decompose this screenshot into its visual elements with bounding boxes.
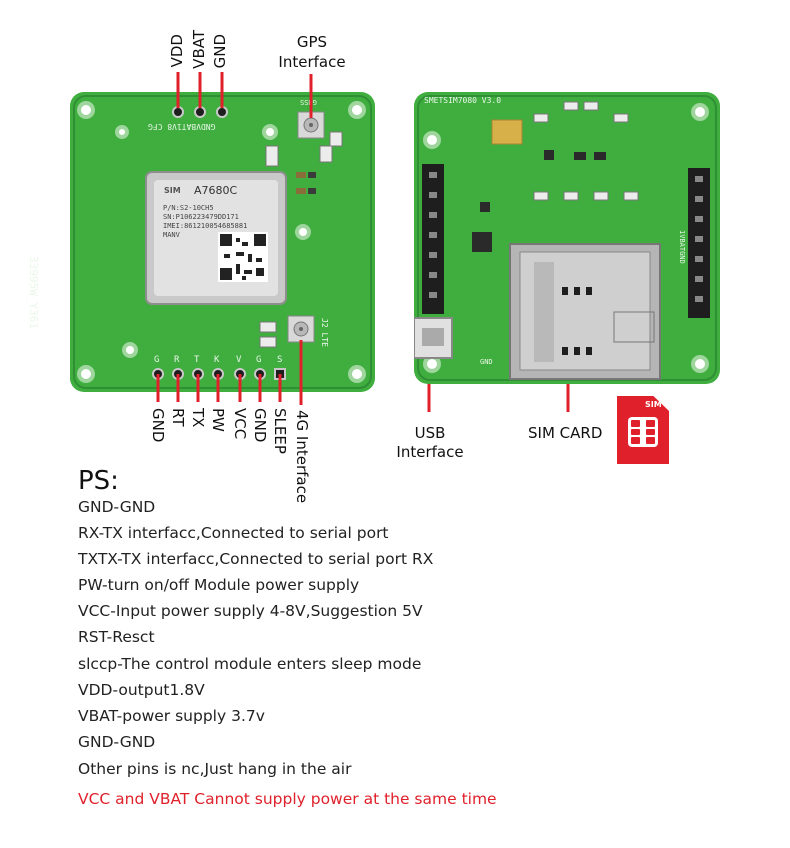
note-line: GND-GND bbox=[78, 498, 156, 516]
gps-label-line: Interface bbox=[278, 53, 346, 71]
note-line: TXTX-TX interfacc,Connected to serial po… bbox=[78, 550, 434, 568]
left-pcb-board bbox=[70, 92, 375, 392]
module-logo: SIM bbox=[164, 186, 181, 195]
sim-chip-icon bbox=[628, 417, 658, 447]
note-line: RST-Resct bbox=[78, 628, 155, 646]
bottom-pin-label-gnd-2: GND bbox=[251, 408, 269, 443]
lte-interface-label: 4G Interface bbox=[293, 410, 311, 504]
module-line: P/N:S2-10CH5 bbox=[163, 204, 214, 212]
sim-card-text: SIM bbox=[645, 400, 662, 409]
pin-letter: G bbox=[256, 355, 262, 365]
bottom-pin-label-sleep: SLEEP bbox=[271, 408, 289, 454]
usb-label-line: Interface bbox=[396, 443, 464, 461]
module-line: SN:P106223479DD171 bbox=[163, 213, 239, 221]
gps-label-line: GPS bbox=[296, 33, 328, 51]
usb-label-line: USB bbox=[414, 424, 446, 442]
note-line: RX-TX interfacc,Connected to serial port bbox=[78, 524, 389, 542]
warning-note: VCC and VBAT Cannot supply power at the … bbox=[78, 790, 497, 808]
module-line: MANV bbox=[163, 231, 180, 239]
sim-card-icon: SIM bbox=[617, 396, 669, 464]
note-line: VCC-Input power supply 4-8V,Suggestion 5… bbox=[78, 602, 423, 620]
pin-letter-row: G R T K V G S bbox=[150, 355, 310, 367]
bottom-pin-label-tx: TX bbox=[189, 408, 207, 428]
note-line: VBAT-power supply 3.7v bbox=[78, 707, 265, 725]
right-pcb-board bbox=[414, 92, 720, 384]
pin-letter: V bbox=[236, 355, 242, 365]
a7680c-module bbox=[145, 171, 287, 305]
lte-tag: J2 LTE bbox=[320, 318, 329, 347]
note-line: Other pins is nc,Just hang in the air bbox=[78, 760, 352, 778]
bottom-pin-label-pw: PW bbox=[209, 408, 227, 432]
right-board-vgnd: 1VBATGND bbox=[678, 230, 686, 264]
bottom-pin-label-gnd: GND bbox=[149, 408, 167, 443]
pin-letter: G bbox=[154, 355, 160, 365]
note-line: PW-turn on/off Module power supply bbox=[78, 576, 360, 594]
lte-connector bbox=[287, 315, 315, 343]
usb-gnd-tag: GND bbox=[480, 358, 493, 366]
module-line: IMEI:861210054685881 bbox=[163, 222, 248, 230]
module-model: A7680C bbox=[194, 184, 238, 197]
note-line: slccp-The control module enters sleep mo… bbox=[78, 655, 422, 673]
pin-letter: K bbox=[214, 355, 220, 365]
usb-interface-label: USB Interface bbox=[392, 424, 468, 462]
module-lines: P/N:S2-10CH5 SN:P106223479DD171 IMEI:861… bbox=[163, 204, 247, 240]
right-board-name: SMETSIM7080 V3.0 bbox=[424, 96, 502, 105]
usb-connector bbox=[414, 317, 453, 359]
bottom-pin-label-rt: RT bbox=[169, 408, 187, 427]
ps-title: PS: bbox=[78, 466, 119, 496]
sim-card-label: SIM CARD bbox=[528, 424, 603, 442]
pin-letter: T bbox=[194, 355, 200, 365]
note-line: GND-GND bbox=[78, 733, 156, 751]
sim-slot bbox=[509, 243, 661, 380]
gps-interface-label: GPS Interface bbox=[275, 32, 349, 72]
pin-letter: S bbox=[277, 355, 283, 365]
note-line: VDD-output1.8V bbox=[78, 681, 205, 699]
pin-letter: R bbox=[174, 355, 180, 365]
bottom-pin-label-vcc: VCC bbox=[231, 408, 249, 440]
